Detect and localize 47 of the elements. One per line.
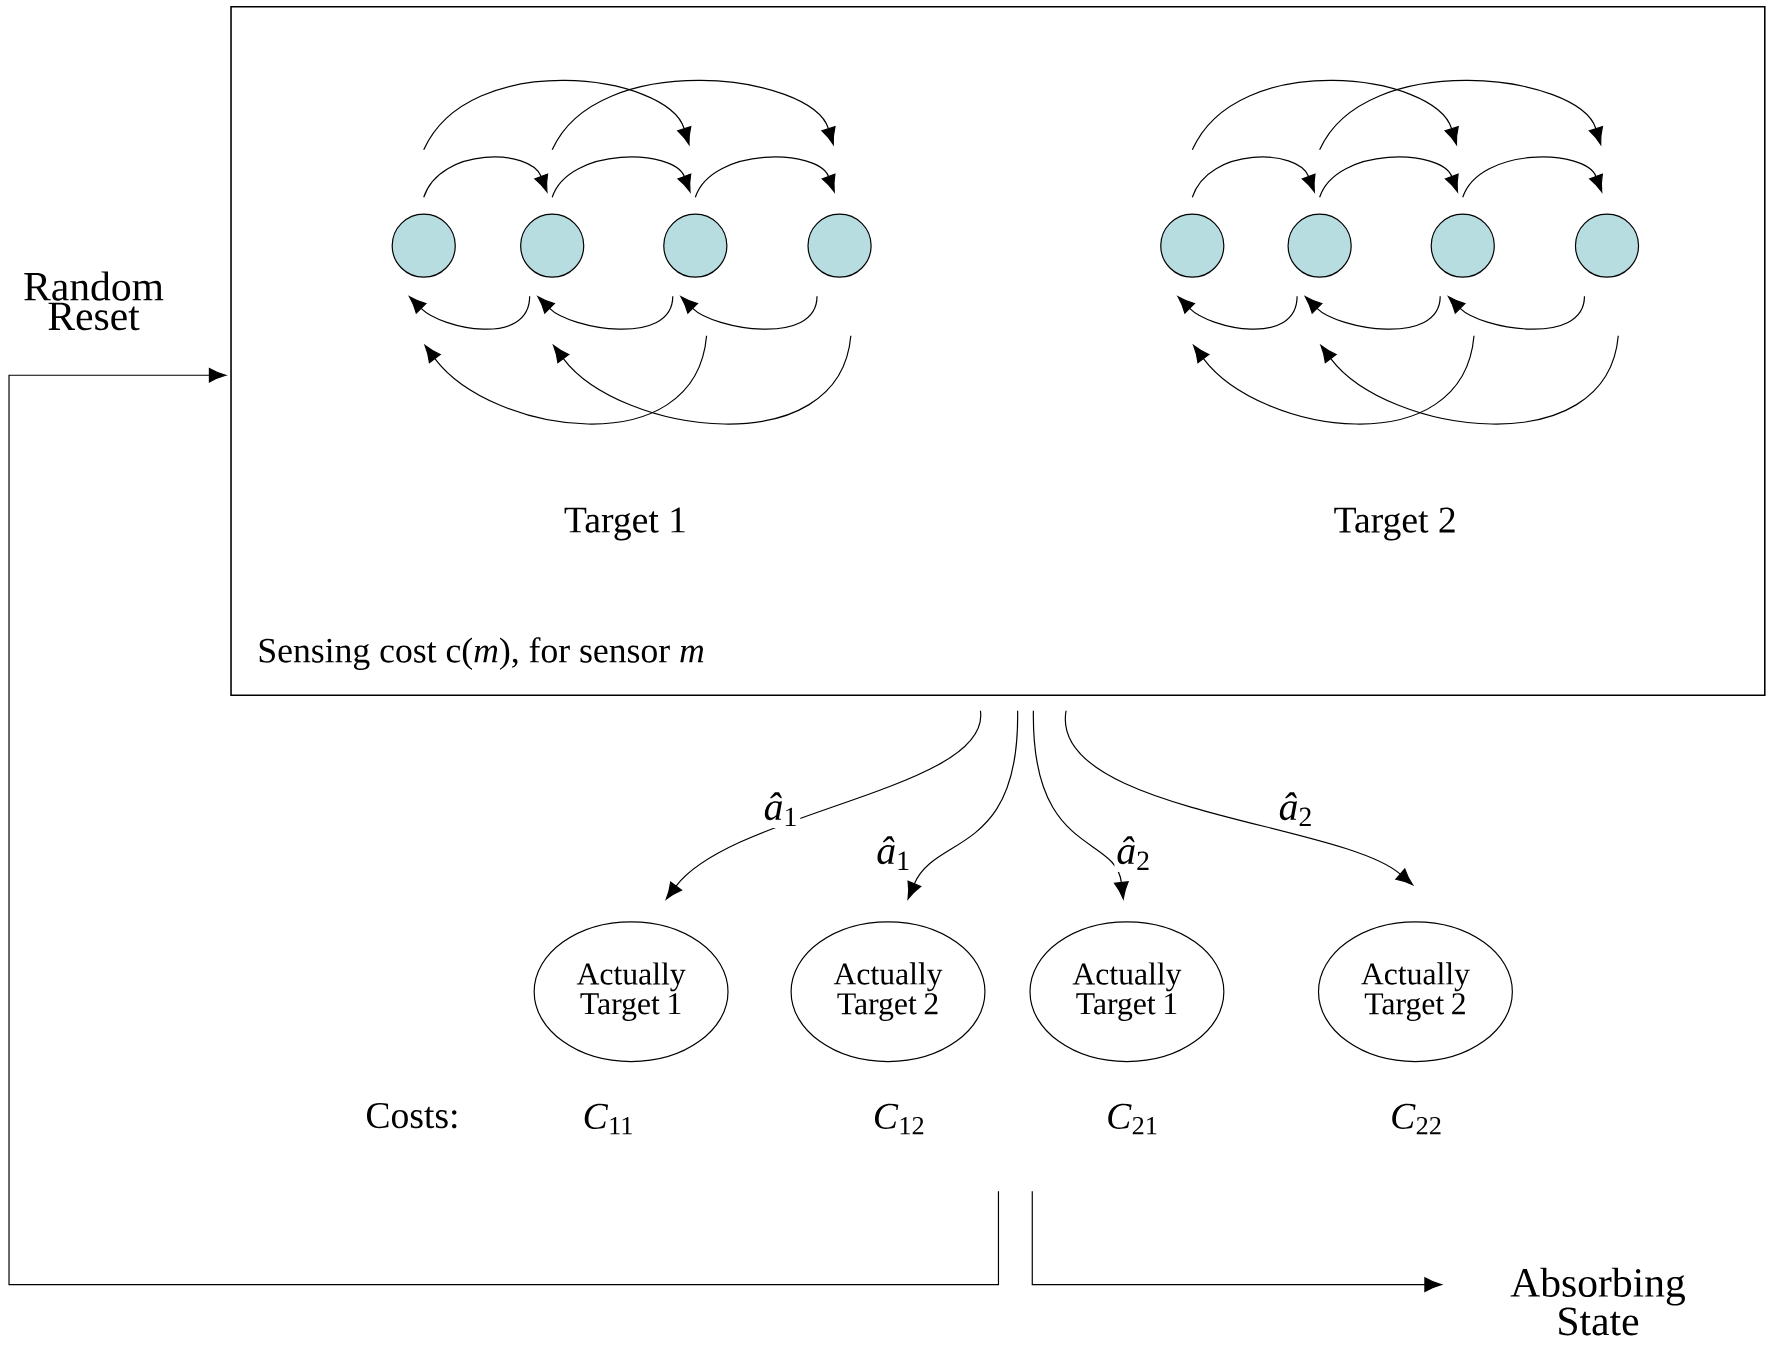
arrow	[551, 79, 836, 151]
state-circle	[663, 213, 728, 278]
state-label: Absorbing State	[1510, 1267, 1685, 1336]
state-circle	[1287, 213, 1352, 278]
state-circle	[1430, 213, 1495, 278]
arrow	[1177, 295, 1298, 330]
arrow	[552, 335, 852, 425]
arrow	[1447, 295, 1586, 330]
arrow	[1462, 156, 1603, 198]
target-label: Target 1	[564, 507, 685, 541]
edge-label: â$_{2}$	[1114, 834, 1153, 872]
state-circle	[1574, 213, 1640, 278]
arrow	[551, 156, 692, 198]
arrow	[1031, 1190, 1442, 1292]
edge-label: â$_{1}$	[761, 790, 801, 828]
arrow	[1193, 335, 1475, 425]
arrow	[665, 710, 982, 900]
row-label: Costs:	[366, 1102, 457, 1129]
edge-label: Random Reset	[24, 271, 164, 331]
state-circle	[391, 213, 456, 278]
arrow	[423, 79, 692, 151]
cost-label: C$_{22}$	[1392, 1103, 1441, 1135]
arrow	[907, 710, 1019, 900]
arrow	[1032, 710, 1129, 900]
target-label: Target 2	[1334, 507, 1455, 541]
edge-label: â$_{1}$	[874, 834, 913, 872]
edge-label: â$_{2}$	[1276, 790, 1316, 828]
cost-label: C$_{21}$	[1108, 1103, 1157, 1135]
arrow	[424, 335, 708, 425]
arrow	[423, 156, 549, 198]
arrow	[1319, 79, 1603, 151]
arrow	[537, 295, 674, 330]
arrow	[1065, 710, 1414, 886]
arrow	[680, 295, 818, 330]
cost-label: C$_{12}$	[875, 1103, 924, 1135]
arrow	[1304, 295, 1441, 330]
arrow	[694, 156, 836, 198]
state-circle	[807, 213, 872, 278]
arrow	[408, 295, 531, 330]
arrow	[8, 367, 1000, 1286]
state-circle	[1160, 213, 1225, 278]
arrow	[1320, 335, 1619, 425]
arrow	[1191, 156, 1316, 198]
cost-label: C$_{11}$	[584, 1103, 632, 1135]
arrow	[1319, 156, 1459, 198]
arrow	[1191, 79, 1459, 151]
state-circle	[520, 213, 585, 278]
